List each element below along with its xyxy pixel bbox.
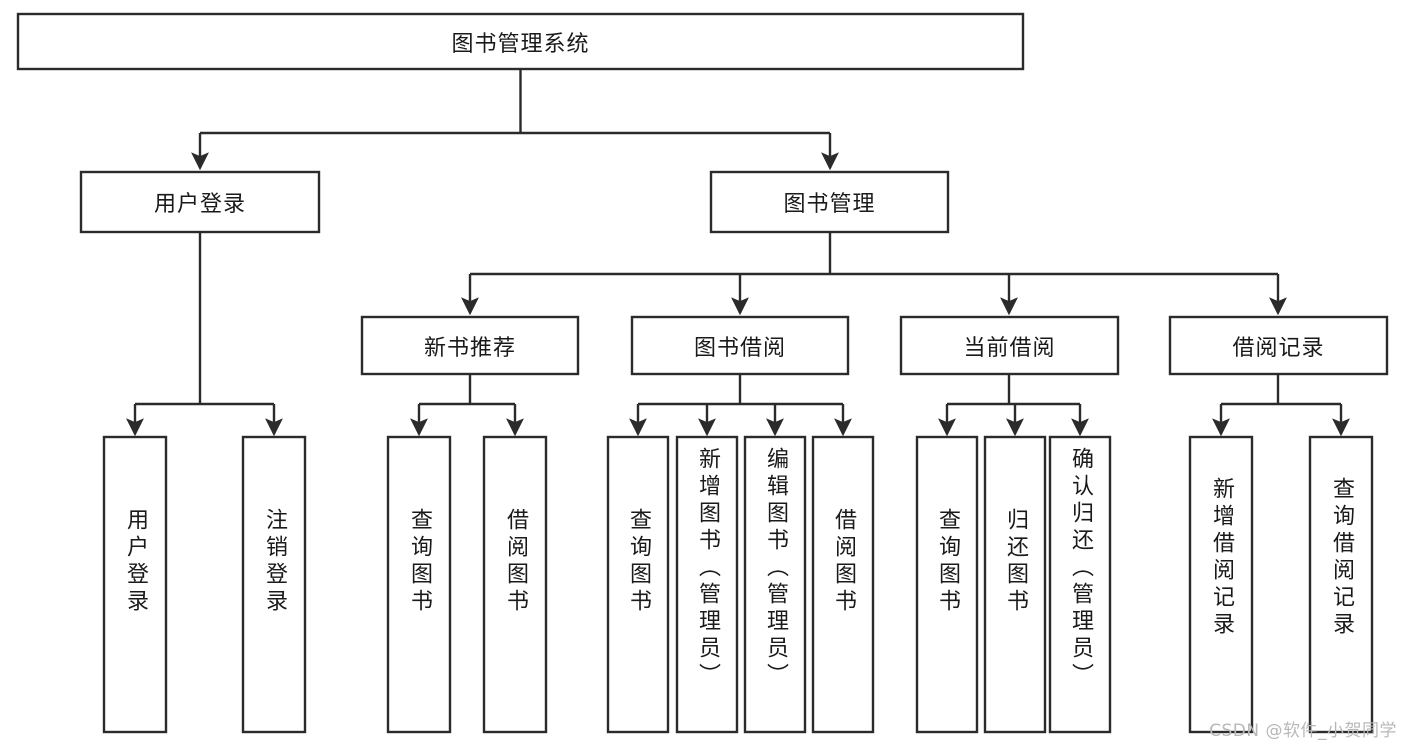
leaf-box-user-login[interactable] xyxy=(102,435,168,734)
label-borrow-record: 借阅记录 xyxy=(1170,317,1387,374)
label-leaf-query-book-borrow: 查询图书 xyxy=(608,508,668,732)
connector-group-book-mgmt xyxy=(461,232,1287,316)
leaf-box-edit-book[interactable] xyxy=(743,435,807,734)
leaf-box-logout-login[interactable] xyxy=(241,435,307,734)
label-leaf-add-borrow-record: 新增借阅记录 xyxy=(1190,477,1252,732)
label-leaf-add-book: 新增图书（管理员） xyxy=(677,447,737,732)
label-leaf-query-book-rec-text: 查询图书 xyxy=(407,508,432,616)
leaf-box-query-book-current[interactable] xyxy=(915,435,979,734)
leaf-box-query-borrow-record[interactable] xyxy=(1308,435,1374,734)
label-user-login-text: 用户登录 xyxy=(153,192,246,217)
label-leaf-add-book-text: 新增图书（管理员） xyxy=(695,447,720,690)
label-leaf-query-borrow-record-text: 查询借阅记录 xyxy=(1329,477,1354,639)
leaf-box-add-borrow-record[interactable] xyxy=(1188,435,1254,734)
node-box-book-management[interactable] xyxy=(709,170,950,234)
leaf-box-query-book-borrow[interactable] xyxy=(606,435,670,734)
label-root-text: 图书管理系统 xyxy=(451,31,590,57)
connector-group-current-borrow xyxy=(938,374,1089,437)
label-leaf-add-borrow-record-text: 新增借阅记录 xyxy=(1209,477,1234,639)
label-leaf-borrow-book-rec-text: 借阅图书 xyxy=(503,508,528,616)
label-leaf-query-book-borrow-text: 查询图书 xyxy=(626,508,651,616)
connector-group-borrow-record xyxy=(1212,374,1350,437)
label-new-book-recommend-text: 新书推荐 xyxy=(423,335,516,361)
label-leaf-borrow-book-text: 借阅图书 xyxy=(831,508,856,616)
node-box-root[interactable] xyxy=(16,12,1025,71)
label-leaf-edit-book: 编辑图书（管理员） xyxy=(745,447,805,732)
leaf-box-return-book[interactable] xyxy=(983,435,1047,734)
leaf-box-confirm-return[interactable] xyxy=(1048,435,1112,734)
leaf-box-add-book[interactable] xyxy=(675,435,739,734)
label-current-borrow: 当前借阅 xyxy=(901,317,1118,374)
label-book-management-text: 图书管理 xyxy=(783,192,876,217)
label-leaf-confirm-return: 确认归还（管理员） xyxy=(1050,447,1110,732)
node-box-book-borrow[interactable] xyxy=(630,315,850,376)
leaf-box-borrow-book[interactable] xyxy=(811,435,875,734)
label-leaf-confirm-return-text: 确认归还（管理员） xyxy=(1068,447,1093,690)
label-leaf-return-book-text: 归还图书 xyxy=(1003,508,1028,616)
connector-group-book-borrow xyxy=(629,374,852,437)
label-leaf-query-book-current: 查询图书 xyxy=(917,508,977,732)
node-box-user-login[interactable] xyxy=(79,170,321,234)
label-leaf-edit-book-text: 编辑图书（管理员） xyxy=(763,447,788,690)
label-book-management: 图书管理 xyxy=(711,172,948,232)
label-book-borrow-text: 图书借阅 xyxy=(693,335,786,361)
connector-group-new-book-rec xyxy=(410,374,524,437)
label-leaf-user-login: 用户登录 xyxy=(104,508,166,732)
label-leaf-query-borrow-record: 查询借阅记录 xyxy=(1310,477,1372,732)
label-leaf-logout-login-text: 注销登录 xyxy=(262,508,287,616)
label-leaf-borrow-book-rec: 借阅图书 xyxy=(484,508,546,732)
label-current-borrow-text: 当前借阅 xyxy=(963,335,1056,361)
label-leaf-logout-login: 注销登录 xyxy=(243,508,305,732)
label-leaf-query-book-rec: 查询图书 xyxy=(388,508,450,732)
node-box-current-borrow[interactable] xyxy=(899,315,1120,376)
leaf-box-borrow-book-rec[interactable] xyxy=(482,435,548,734)
label-user-login: 用户登录 xyxy=(81,172,319,232)
label-book-borrow: 图书借阅 xyxy=(632,317,848,374)
label-new-book-recommend: 新书推荐 xyxy=(362,317,578,374)
label-borrow-record-text: 借阅记录 xyxy=(1232,335,1325,361)
node-box-borrow-record[interactable] xyxy=(1168,315,1389,376)
label-leaf-user-login-text: 用户登录 xyxy=(123,508,148,616)
label-leaf-return-book: 归还图书 xyxy=(985,508,1045,732)
node-box-new-book-recommend[interactable] xyxy=(360,315,580,376)
connector-group-user-login xyxy=(126,232,283,437)
label-leaf-query-book-current-text: 查询图书 xyxy=(935,508,960,616)
label-leaf-borrow-book: 借阅图书 xyxy=(813,508,873,732)
connector-group-root xyxy=(191,69,839,171)
leaf-box-query-book-rec[interactable] xyxy=(386,435,452,734)
label-root: 图书管理系统 xyxy=(18,14,1023,69)
